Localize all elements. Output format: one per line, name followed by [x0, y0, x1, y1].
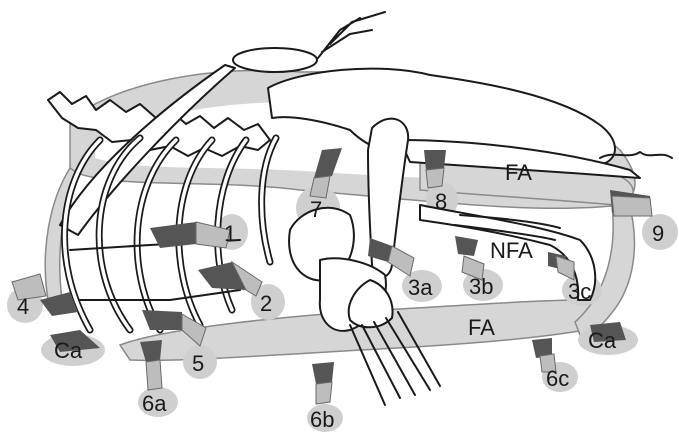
label-9: 9 [652, 221, 664, 246]
label-nfa: NFA [490, 238, 533, 263]
label-7: 7 [310, 197, 322, 222]
tag-8 [426, 168, 444, 188]
tag-3a [388, 246, 414, 276]
label-ca-left: Ca [54, 338, 83, 363]
pectoral-ring [233, 48, 317, 72]
label-8: 8 [435, 189, 447, 214]
muscle-5 [142, 310, 182, 330]
label-4: 4 [17, 294, 29, 319]
muscle-8 [424, 150, 446, 170]
label-fa-lower: FA [468, 315, 495, 340]
label-ca-right: Ca [588, 328, 617, 353]
dorsal-spikes [318, 12, 385, 58]
label-2: 2 [260, 291, 272, 316]
label-3c: 3c [568, 279, 591, 304]
label-1: 1 [224, 221, 236, 246]
muscle-6b [312, 362, 334, 384]
label-3b: 3b [469, 274, 493, 299]
tag-6b [316, 382, 332, 404]
label-5: 5 [192, 351, 204, 376]
tag-6a [146, 360, 162, 390]
label-3a: 3a [408, 275, 433, 300]
label-6b: 6b [310, 407, 334, 432]
tag-9 [612, 196, 652, 216]
label-fa-upper: FA [505, 160, 532, 185]
label-6c: 6c [546, 366, 569, 391]
label-6a: 6a [142, 391, 167, 416]
muscle-3b [455, 236, 478, 256]
